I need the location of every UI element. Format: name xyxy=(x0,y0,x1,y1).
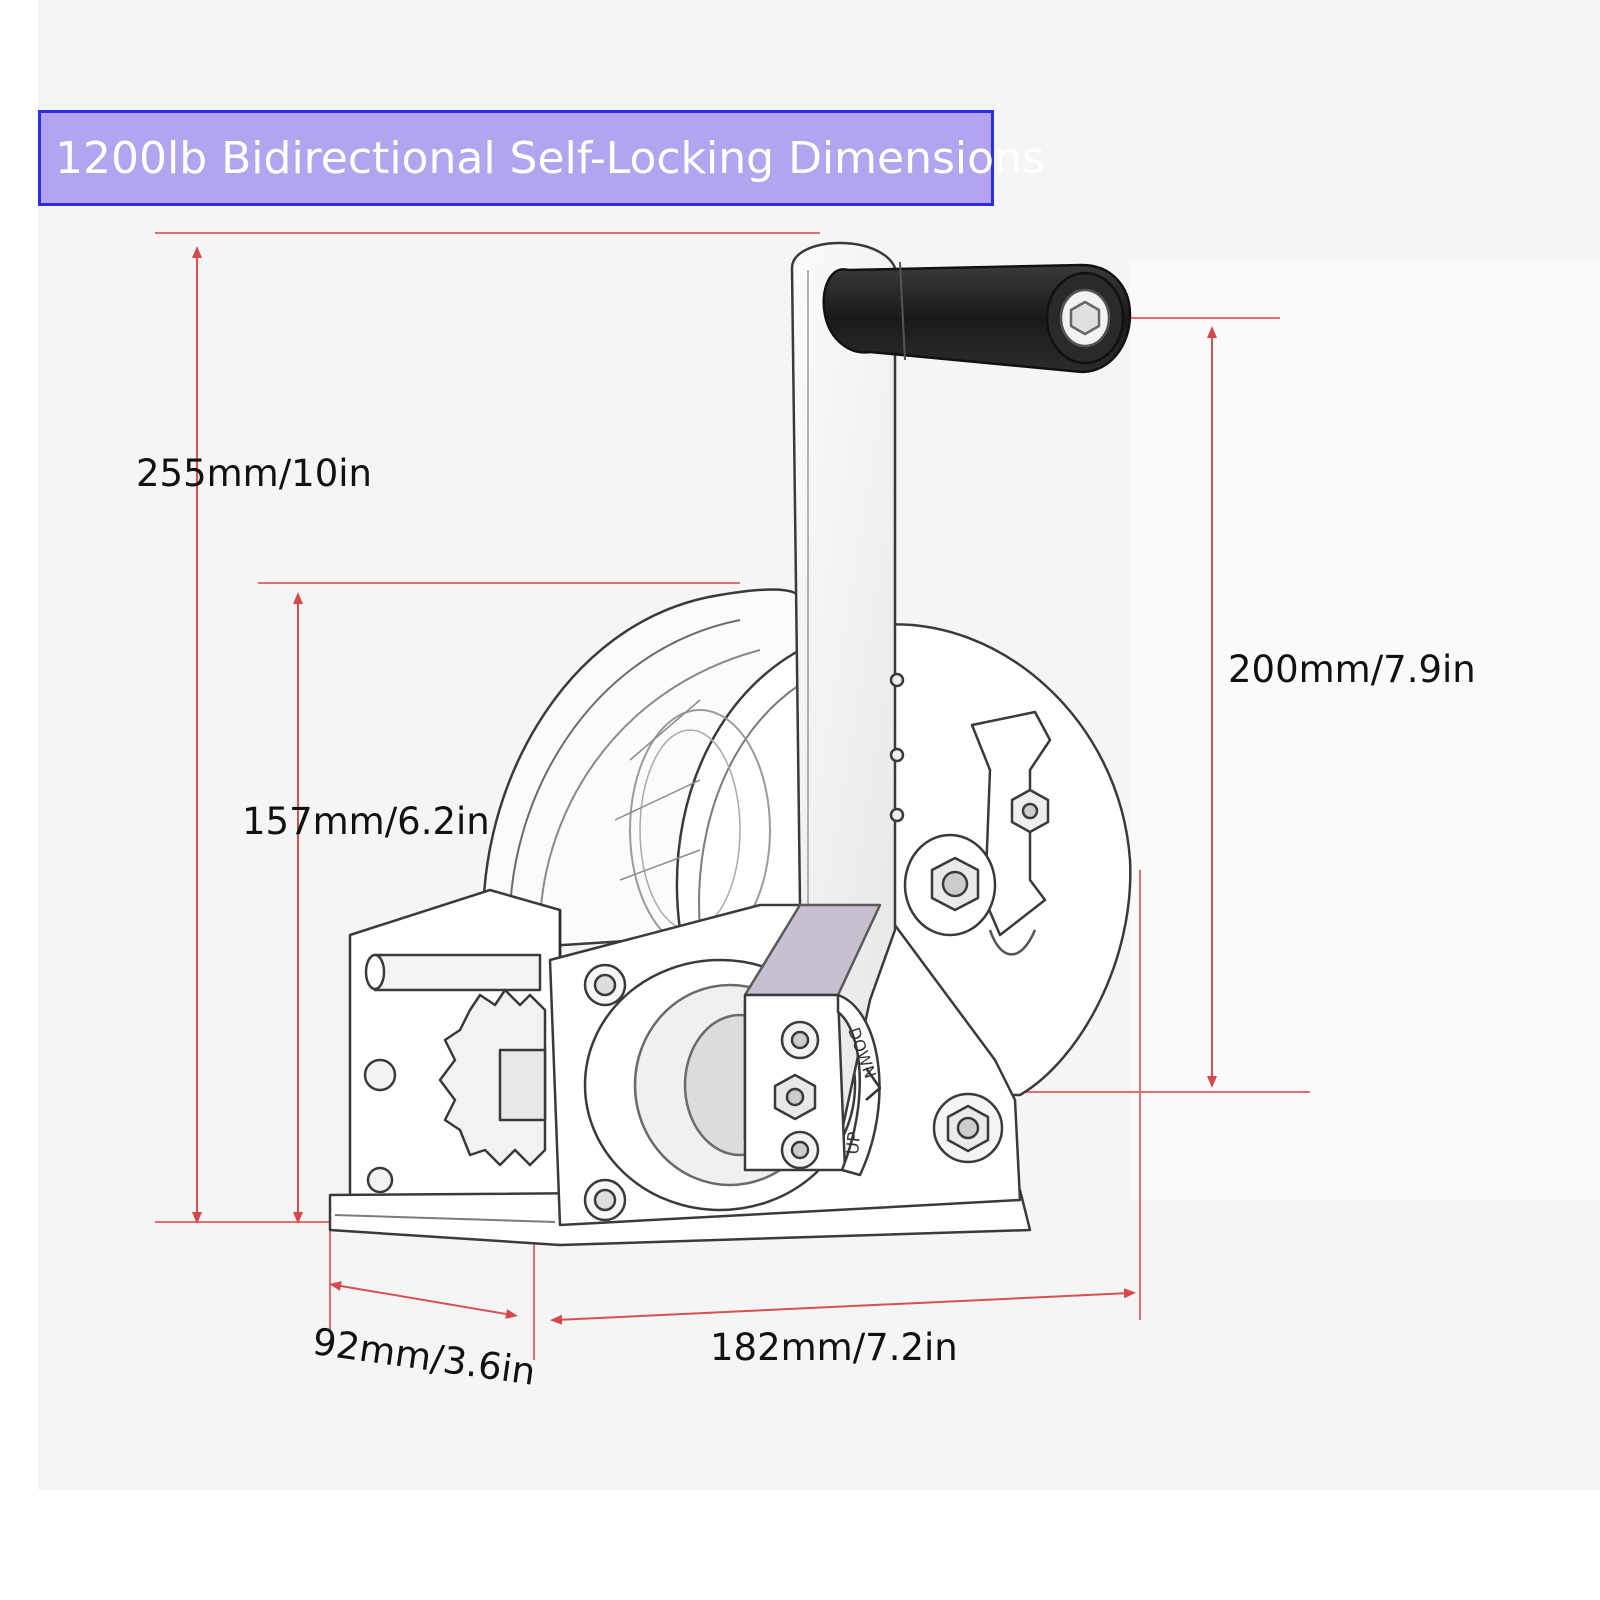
pinion-gear xyxy=(438,988,547,1167)
drum-spokes xyxy=(614,699,701,881)
cross-rod xyxy=(373,953,542,992)
dim-line-base-depth xyxy=(329,1281,518,1319)
label-total-height: 255mm/10in xyxy=(136,452,372,495)
housing-bolts xyxy=(583,963,1004,1222)
frame-hole xyxy=(363,1058,397,1092)
label-drum-height: 157mm/6.2in xyxy=(242,800,490,843)
pawl-bolt xyxy=(1010,788,1050,834)
handle-grip xyxy=(822,261,1132,374)
direction-arrow-icon xyxy=(864,1067,882,1101)
diagram-title: 1200lb Bidirectional Self-Locking Dimens… xyxy=(55,132,1045,184)
drive-nut xyxy=(903,833,997,937)
frame-hole xyxy=(366,1166,394,1194)
arm-rivets xyxy=(889,672,905,823)
label-handle-height: 200mm/7.9in xyxy=(1228,648,1476,691)
hex-bolt-icon xyxy=(1069,300,1101,336)
winch: DOWN UP xyxy=(328,241,1132,1247)
label-up: UP xyxy=(843,1131,865,1155)
dim-line-base-width xyxy=(550,1288,1136,1325)
direction-ring xyxy=(836,993,881,1177)
label-base-width: 182mm/7.2in xyxy=(710,1326,958,1369)
title-banner: 1200lb Bidirectional Self-Locking Dimens… xyxy=(38,110,1045,206)
dimension-lines xyxy=(155,232,1310,1360)
pawl-spring xyxy=(988,929,1037,956)
handle-bolts xyxy=(773,1020,820,1170)
